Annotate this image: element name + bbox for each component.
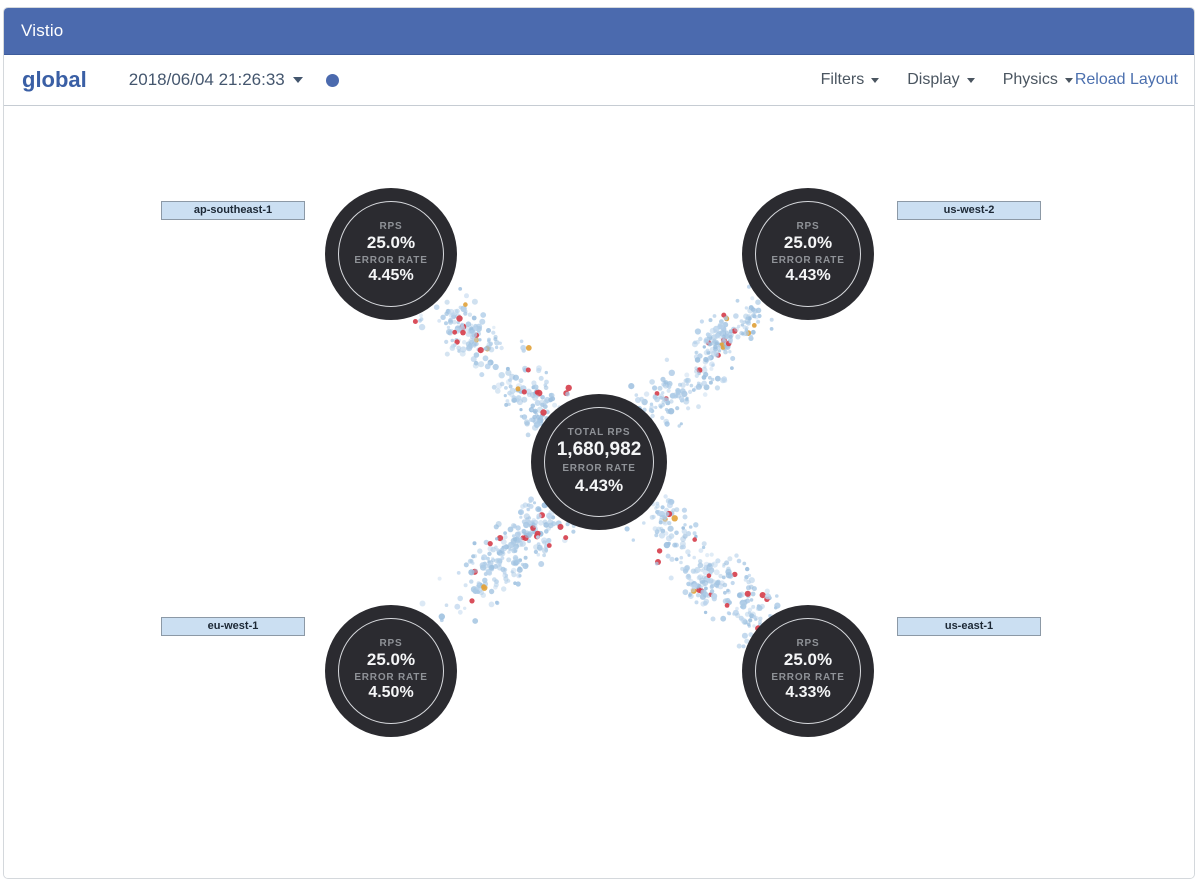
app-title[interactable]: Vistio <box>21 21 64 40</box>
rps-value: 25.0% <box>783 233 833 253</box>
node-label-us-west-2[interactable]: us-west-2 <box>897 201 1041 220</box>
node-global-total[interactable]: TOTAL RPS 1,680,982 ERROR RATE 4.43% <box>531 394 667 530</box>
physics-menu-label: Physics <box>1002 71 1058 88</box>
rps-label: RPS <box>379 637 403 649</box>
caret-down-icon <box>966 77 975 83</box>
rps-label: RPS <box>796 220 820 232</box>
node-label-us-east-1[interactable]: us-east-1 <box>897 617 1041 636</box>
filters-menu[interactable]: Filters <box>821 71 880 89</box>
rps-label: RPS <box>379 220 403 232</box>
display-menu-label: Display <box>907 71 960 88</box>
filters-menu-label: Filters <box>820 71 865 88</box>
total-rps-value: 1,680,982 <box>556 439 642 461</box>
node-label-eu-west-1[interactable]: eu-west-1 <box>161 617 305 636</box>
timestamp-dropdown[interactable]: 2018/06/04 21:26:33 <box>129 70 303 90</box>
node-label-ap-southeast-1[interactable]: ap-southeast-1 <box>161 201 305 220</box>
error-rate-value: 4.50% <box>368 684 414 702</box>
physics-menu[interactable]: Physics <box>1003 71 1073 89</box>
top-navbar: Vistio <box>4 8 1194 55</box>
timestamp: 2018/06/04 21:26:33 <box>128 70 285 89</box>
error-rate-label: ERROR RATE <box>354 254 428 266</box>
status-dot-icon <box>325 73 339 87</box>
rps-label: RPS <box>796 637 820 649</box>
error-rate-value: 4.43% <box>574 475 624 495</box>
node-us-west-2[interactable]: RPS 25.0% ERROR RATE 4.43% <box>742 188 874 320</box>
node-metrics: RPS 25.0% ERROR RATE 4.50% <box>354 638 427 705</box>
caret-down-icon <box>1064 77 1073 83</box>
reload-layout-link[interactable]: Reload Layout <box>1074 71 1178 88</box>
node-metrics: RPS 25.0% ERROR RATE 4.33% <box>771 638 844 705</box>
rps-value: 25.0% <box>366 650 416 670</box>
app-window: Vistio global 2018/06/04 21:26:33 Filter… <box>3 7 1195 879</box>
node-us-east-1[interactable]: RPS 25.0% ERROR RATE 4.33% <box>742 605 874 737</box>
toolbar: global 2018/06/04 21:26:33 Filters Displ… <box>4 55 1194 106</box>
traffic-graph-canvas[interactable]: ap-southeast-1 us-west-2 eu-west-1 us-ea… <box>4 106 1194 878</box>
error-rate-label: ERROR RATE <box>771 671 845 683</box>
caret-down-icon <box>871 77 880 83</box>
caret-down-icon <box>292 77 303 83</box>
display-menu[interactable]: Display <box>907 71 975 89</box>
toolbar-menus: Filters Display Physics Reload Layout <box>821 71 1178 89</box>
node-metrics: RPS 25.0% ERROR RATE 4.43% <box>771 221 844 288</box>
total-rps-label: TOTAL RPS <box>567 426 631 438</box>
rps-value: 25.0% <box>783 650 833 670</box>
traffic-particles <box>412 284 781 649</box>
error-rate-label: ERROR RATE <box>562 463 636 475</box>
breadcrumb[interactable]: global <box>22 67 87 92</box>
error-rate-value: 4.45% <box>368 267 414 285</box>
rps-value: 25.0% <box>366 233 416 253</box>
error-rate-value: 4.43% <box>785 267 831 285</box>
node-ap-southeast-1[interactable]: RPS 25.0% ERROR RATE 4.45% <box>325 188 457 320</box>
node-metrics: RPS 25.0% ERROR RATE 4.45% <box>354 221 427 288</box>
node-metrics: TOTAL RPS 1,680,982 ERROR RATE 4.43% <box>557 427 642 497</box>
error-rate-label: ERROR RATE <box>771 254 845 266</box>
node-eu-west-1[interactable]: RPS 25.0% ERROR RATE 4.50% <box>325 605 457 737</box>
error-rate-label: ERROR RATE <box>354 671 428 683</box>
error-rate-value: 4.33% <box>785 684 831 702</box>
